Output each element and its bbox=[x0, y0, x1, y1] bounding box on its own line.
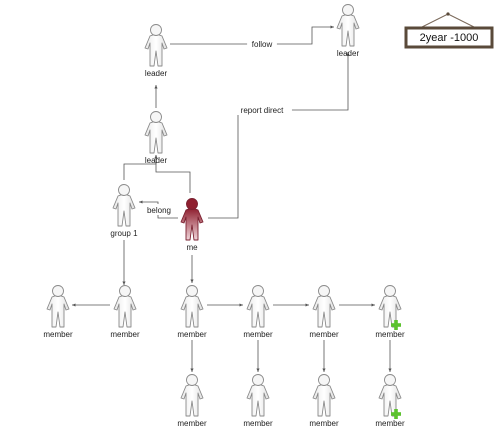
node-label: member bbox=[43, 330, 73, 339]
node-leader-right[interactable]: leader bbox=[336, 4, 360, 59]
node-member-r2-3[interactable]: member bbox=[309, 374, 339, 427]
person-icon bbox=[246, 374, 270, 417]
node-label: member bbox=[110, 330, 140, 339]
edge-me-to-leader-mid bbox=[154, 155, 191, 193]
person-icon bbox=[46, 285, 70, 328]
person-icon bbox=[246, 285, 270, 328]
person-icon bbox=[112, 184, 136, 227]
node-member-r1-5[interactable]: member bbox=[309, 285, 339, 340]
node-label: member bbox=[309, 330, 339, 339]
node-member-r1-3[interactable]: member bbox=[177, 285, 207, 340]
edge-me-to-leader-right: report direct bbox=[208, 52, 350, 219]
edge-me-to-group-1: belong bbox=[139, 200, 178, 219]
node-member-r1-1[interactable]: member bbox=[43, 285, 73, 340]
title-box: 2year -1000 bbox=[404, 12, 494, 49]
node-label: member bbox=[375, 330, 405, 339]
node-member-r1-6[interactable]: member bbox=[375, 285, 405, 340]
plus-badge-icon bbox=[391, 409, 401, 419]
person-icon bbox=[144, 24, 168, 67]
me-person-icon bbox=[180, 198, 204, 241]
person-icon bbox=[312, 285, 336, 328]
person-icon bbox=[144, 111, 168, 154]
node-group-1[interactable]: group 1 bbox=[110, 184, 138, 239]
edges: follow report direct belong bbox=[72, 25, 392, 372]
node-leader-mid[interactable]: leader bbox=[144, 111, 168, 166]
person-icon bbox=[378, 285, 402, 328]
person-icon bbox=[113, 285, 137, 328]
title-text: 2year -1000 bbox=[420, 32, 479, 44]
node-label: member bbox=[243, 419, 273, 427]
node-member-r2-2[interactable]: member bbox=[243, 374, 273, 427]
node-leader-top[interactable]: leader bbox=[144, 24, 168, 79]
edge-label: report direct bbox=[241, 106, 284, 115]
node-member-r2-4[interactable]: member bbox=[375, 374, 405, 427]
node-member-r1-2[interactable]: member bbox=[110, 285, 140, 340]
node-label: me bbox=[186, 243, 198, 252]
node-label: member bbox=[177, 330, 207, 339]
node-member-r2-1[interactable]: member bbox=[177, 374, 207, 427]
node-label: leader bbox=[337, 49, 360, 58]
node-me[interactable]: me bbox=[180, 198, 204, 253]
edge-label: belong bbox=[147, 206, 171, 215]
person-icon bbox=[180, 374, 204, 417]
edge-leader-top-to-leader-right: follow bbox=[170, 25, 334, 49]
person-icon bbox=[180, 285, 204, 328]
node-label: leader bbox=[145, 69, 168, 78]
person-icon bbox=[312, 374, 336, 417]
person-icon bbox=[378, 374, 402, 417]
node-label: member bbox=[177, 419, 207, 427]
nodes: leader leader leader group 1 me member member m… bbox=[43, 4, 405, 427]
person-icon bbox=[336, 4, 360, 47]
plus-badge-icon bbox=[391, 320, 401, 330]
node-label: member bbox=[375, 419, 405, 427]
edge-label: follow bbox=[252, 40, 273, 49]
node-label: member bbox=[309, 419, 339, 427]
node-label: leader bbox=[145, 156, 168, 165]
node-member-r1-4[interactable]: member bbox=[243, 285, 273, 340]
node-label: member bbox=[243, 330, 273, 339]
node-label: group 1 bbox=[110, 229, 138, 238]
